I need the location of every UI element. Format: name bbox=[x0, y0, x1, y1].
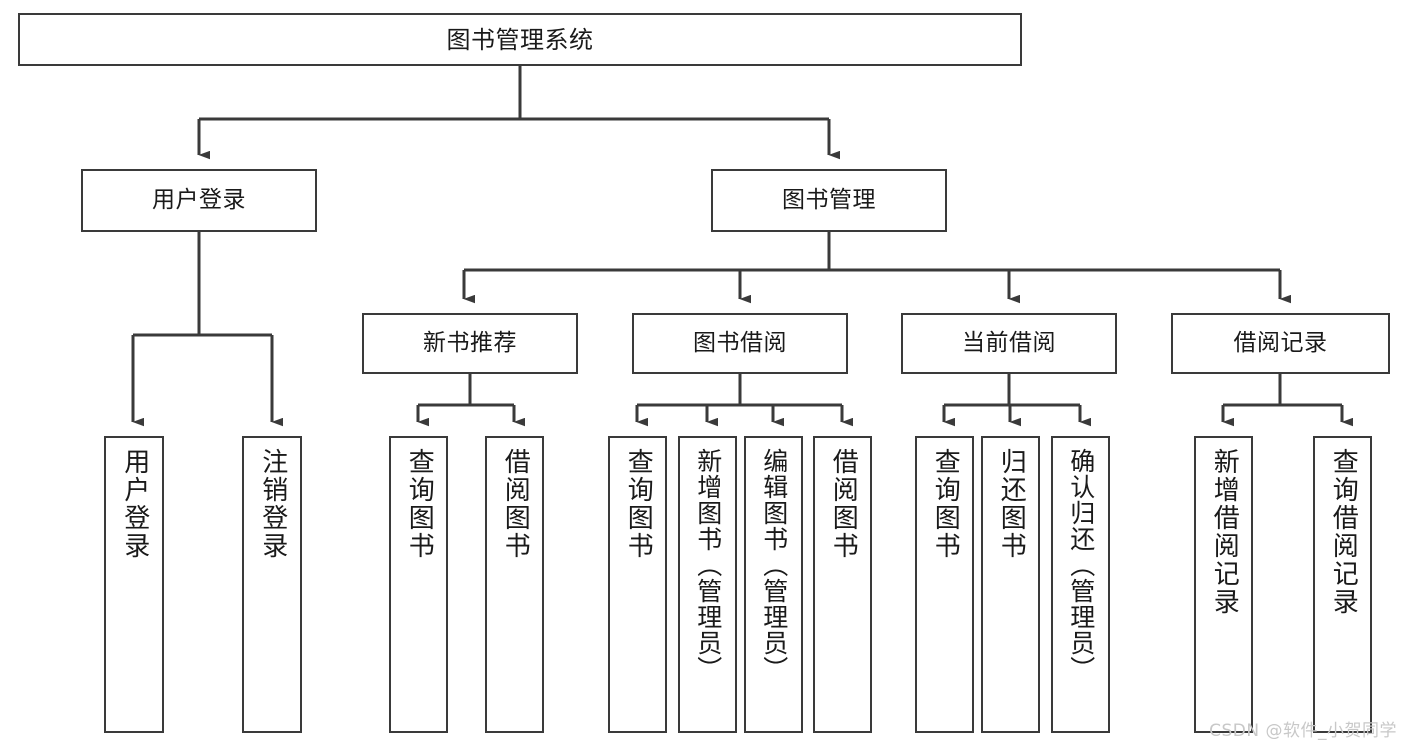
node-label: 新增借阅记录 bbox=[1209, 448, 1240, 616]
node-book-borrow[interactable]: 图书借阅 bbox=[632, 313, 848, 374]
node-label: 借阅记录 bbox=[1233, 330, 1328, 356]
node-label: 新增图书（管理员） bbox=[693, 448, 723, 682]
node-label: 用户登录 bbox=[119, 448, 150, 560]
node-label: 注销登录 bbox=[257, 448, 288, 560]
node-leaf-return-book[interactable]: 归还图书 bbox=[981, 436, 1040, 733]
node-label: 图书管理系统 bbox=[446, 25, 594, 54]
node-new-book-recommend[interactable]: 新书推荐 bbox=[362, 313, 578, 374]
node-user-login[interactable]: 用户登录 bbox=[81, 169, 317, 232]
node-leaf-user-login[interactable]: 用户登录 bbox=[104, 436, 164, 733]
node-label: 查询图书 bbox=[404, 448, 435, 560]
node-label: 编辑图书（管理员） bbox=[759, 448, 789, 682]
node-label: 新书推荐 bbox=[423, 330, 517, 356]
node-leaf-add-book-admin[interactable]: 新增图书（管理员） bbox=[678, 436, 737, 733]
node-leaf-logout[interactable]: 注销登录 bbox=[242, 436, 302, 733]
node-borrow-record[interactable]: 借阅记录 bbox=[1171, 313, 1390, 374]
node-book-management[interactable]: 图书管理 bbox=[711, 169, 947, 232]
node-leaf-query-borrow-record[interactable]: 查询借阅记录 bbox=[1313, 436, 1372, 733]
node-label: 当前借阅 bbox=[962, 330, 1056, 356]
node-leaf-confirm-return-admin[interactable]: 确认归还（管理员） bbox=[1051, 436, 1110, 733]
node-leaf-borrow-book[interactable]: 借阅图书 bbox=[813, 436, 872, 733]
node-label: 图书管理 bbox=[782, 187, 876, 213]
node-leaf-edit-book-admin[interactable]: 编辑图书（管理员） bbox=[744, 436, 803, 733]
node-leaf-add-borrow-record[interactable]: 新增借阅记录 bbox=[1194, 436, 1253, 733]
node-label: 图书借阅 bbox=[693, 330, 787, 356]
node-root-book-management-system[interactable]: 图书管理系统 bbox=[18, 13, 1022, 66]
node-label: 查询图书 bbox=[930, 448, 961, 560]
node-label: 用户登录 bbox=[152, 187, 246, 213]
node-label: 借阅图书 bbox=[828, 448, 859, 560]
node-leaf-query-book-borrow[interactable]: 查询图书 bbox=[608, 436, 667, 733]
node-leaf-borrow-book-recommend[interactable]: 借阅图书 bbox=[485, 436, 544, 733]
node-label: 归还图书 bbox=[996, 448, 1027, 560]
node-label: 借阅图书 bbox=[500, 448, 531, 560]
node-label: 确认归还（管理员） bbox=[1066, 448, 1096, 682]
node-label: 查询借阅记录 bbox=[1328, 448, 1359, 616]
node-label: 查询图书 bbox=[623, 448, 654, 560]
node-current-borrow[interactable]: 当前借阅 bbox=[901, 313, 1117, 374]
node-leaf-query-book-current[interactable]: 查询图书 bbox=[915, 436, 974, 733]
node-leaf-query-book-recommend[interactable]: 查询图书 bbox=[389, 436, 448, 733]
